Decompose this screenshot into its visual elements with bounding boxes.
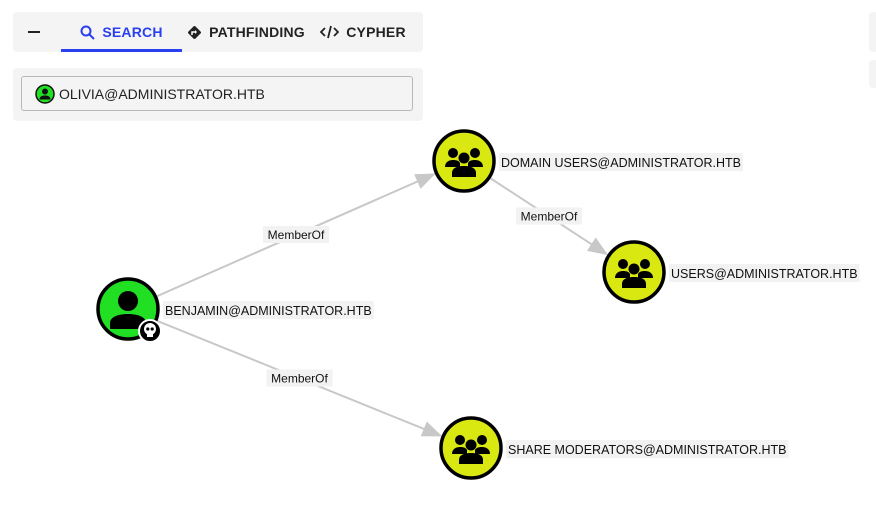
node-label: USERS@ADMINISTRATOR.HTB — [671, 267, 858, 281]
tab-bar: SEARCH PATHFINDING CYPHER — [13, 12, 423, 52]
node-sharemods[interactable]: SHARE MODERATORS@ADMINISTRATOR.HTB — [439, 416, 789, 480]
tab-pathfinding-label: PATHFINDING — [209, 24, 305, 40]
code-icon — [320, 25, 340, 39]
edge-memberof[interactable]: MemberOf — [156, 173, 436, 298]
node-label: SHARE MODERATORS@ADMINISTRATOR.HTB — [508, 443, 786, 457]
node-label-bg — [163, 301, 374, 319]
search-value: OLIVIA@ADMINISTRATOR.HTB — [59, 85, 265, 102]
user-icon — [110, 291, 146, 329]
edge-label-bg — [266, 369, 333, 387]
search-input[interactable]: OLIVIA@ADMINISTRATOR.HTB — [21, 76, 413, 111]
directions-icon — [188, 25, 202, 39]
node-domainusers[interactable]: DOMAIN USERS@ADMINISTRATOR.HTB — [432, 129, 744, 193]
collapse-button[interactable] — [13, 12, 61, 52]
edge-label-bg — [263, 226, 329, 243]
node-users[interactable]: USERS@ADMINISTRATOR.HTB — [602, 240, 860, 304]
search-panel: OLIVIA@ADMINISTRATOR.HTB — [13, 68, 423, 121]
tab-cypher[interactable]: CYPHER — [310, 12, 416, 52]
side-panel-button[interactable] — [869, 60, 876, 88]
node-label: BENJAMIN@ADMINISTRATOR.HTB — [165, 304, 372, 318]
node-benjamin[interactable]: BENJAMIN@ADMINISTRATOR.HTB — [96, 277, 374, 343]
group-icon — [615, 259, 653, 288]
node-label-bg — [669, 264, 860, 282]
tab-search[interactable]: SEARCH — [61, 12, 182, 52]
group-icon — [445, 148, 483, 177]
search-icon — [80, 25, 96, 40]
edge-label: MemberOf — [268, 228, 325, 242]
node-label-bg — [499, 153, 744, 171]
tab-search-label: SEARCH — [102, 24, 163, 40]
tab-pathfinding[interactable]: PATHFINDING — [182, 12, 310, 52]
user-icon — [35, 83, 55, 104]
edge-memberof[interactable]: MemberOf — [157, 320, 443, 437]
tab-cypher-label: CYPHER — [346, 24, 406, 40]
side-panel-button[interactable] — [869, 12, 876, 52]
edge-label: MemberOf — [271, 372, 328, 386]
group-icon — [452, 435, 490, 464]
minus-icon — [27, 31, 40, 33]
edge-label: MemberOf — [521, 210, 578, 224]
edge-label-bg — [516, 207, 582, 225]
node-label-bg — [506, 440, 789, 458]
owned-skull-icon — [138, 319, 162, 343]
node-label: DOMAIN USERS@ADMINISTRATOR.HTB — [501, 156, 741, 170]
edge-memberof[interactable]: MemberOf — [490, 177, 609, 256]
